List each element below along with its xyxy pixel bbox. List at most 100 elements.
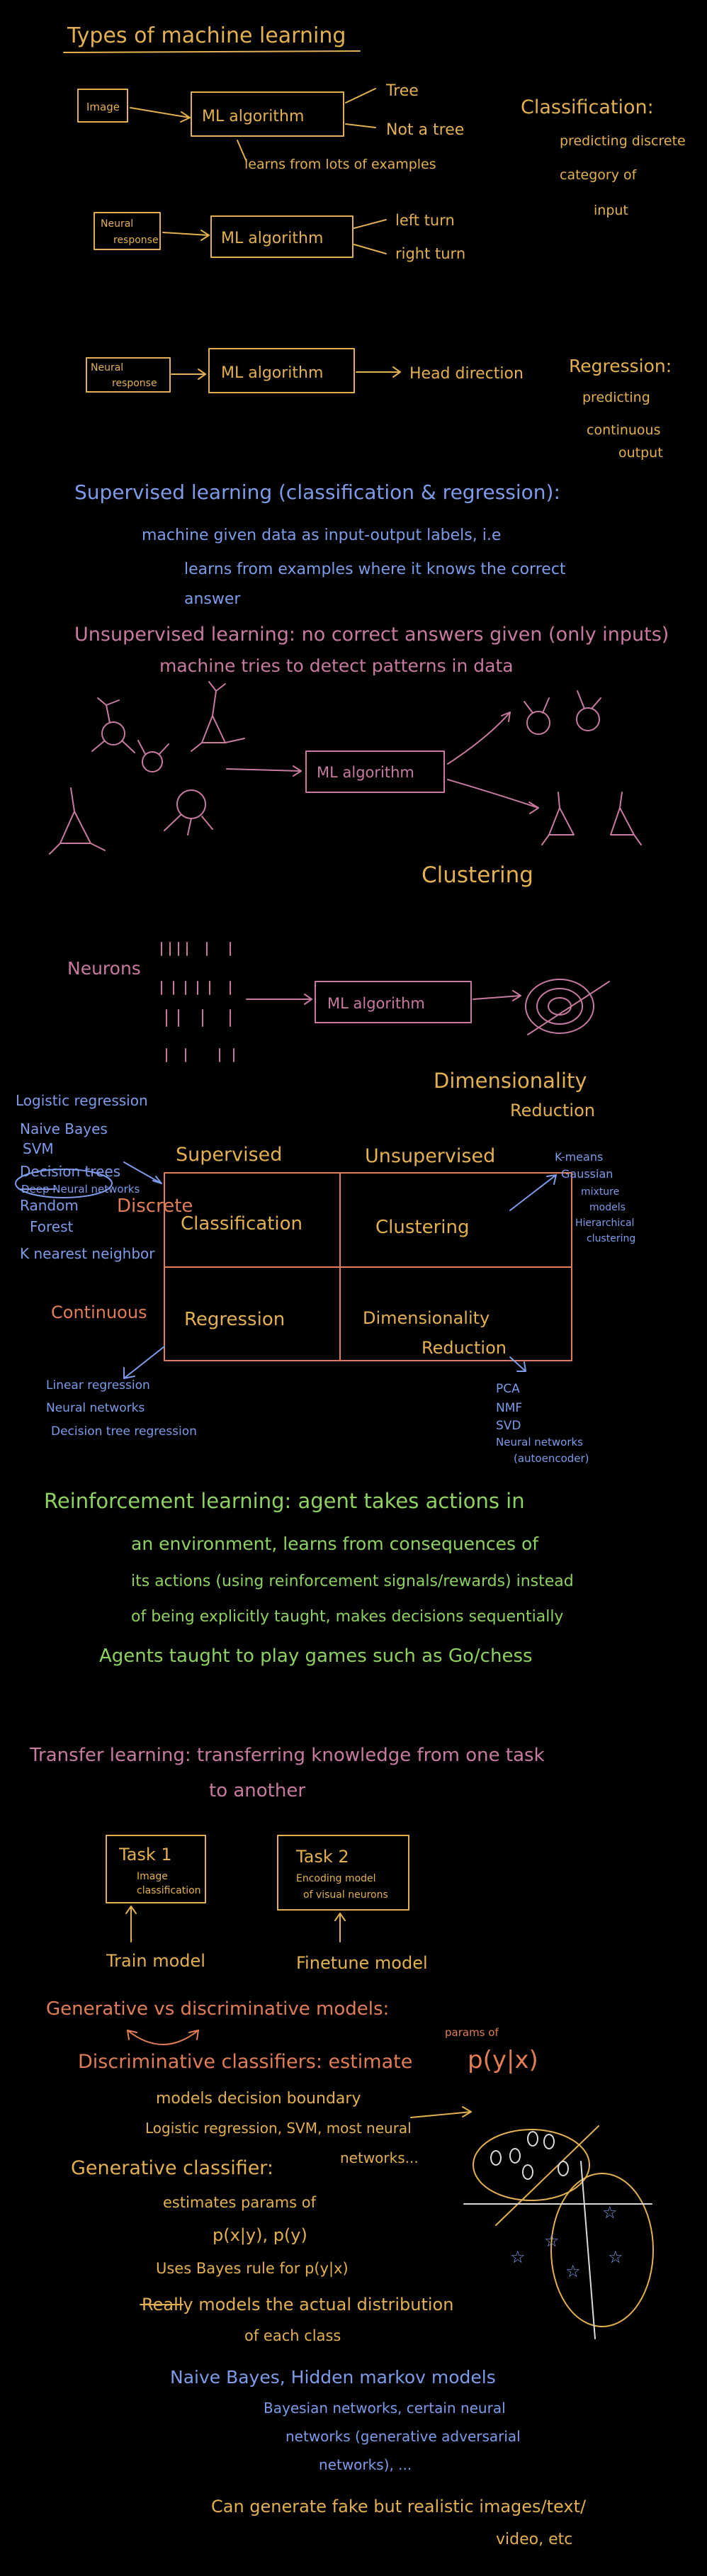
svg-text:classification: classification — [137, 1885, 201, 1896]
ml-algorithm-box-clustering — [305, 750, 445, 793]
svg-text:ML algorithm: ML algorithm — [221, 364, 323, 382]
unsupervised-continuous-methods: PCA NMF SVD Neural networks (autoencoder… — [496, 1356, 589, 1465]
svg-text:Really models the actual distr: Really models the actual distribution — [142, 2295, 453, 2315]
svg-text:of being explicitly taught, ma: of being explicitly taught, makes decisi… — [131, 1608, 563, 1626]
svg-text:machine tries to detect patter: machine tries to detect patterns in data — [159, 656, 514, 676]
transfer-heading: Transfer learning: transferring knowledg… — [29, 1745, 545, 1766]
generative-heading: Generative classifier: — [71, 2157, 273, 2179]
output-right: right turn — [395, 245, 465, 262]
svg-text:K nearest neighbor: K nearest neighbor — [20, 1245, 155, 1262]
cell-clustering: Clustering — [375, 1217, 470, 1238]
svg-text:Deep Neural networks: Deep Neural networks — [21, 1183, 140, 1196]
svg-text:Can generate fake but realisti: Can generate fake but realistic images/t… — [211, 2497, 587, 2516]
svg-text:Forest: Forest — [30, 1218, 74, 1235]
svg-text:Linear regression: Linear regression — [46, 1378, 150, 1393]
svg-text:Naive Bayes, Hidden markov mod: Naive Bayes, Hidden markov models — [170, 2367, 496, 2387]
row-discrete: Discrete — [117, 1196, 193, 1217]
svg-text:SVD: SVD — [496, 1419, 521, 1433]
supervised-discrete-methods: Logistic regression Naive Bayes SVM Deci… — [15, 1092, 162, 1262]
finetune-model-label: Finetune model — [296, 1953, 428, 1973]
svg-text:☆: ☆ — [608, 2247, 623, 2267]
svg-text:output: output — [618, 445, 663, 461]
reinforcement-heading: Reinforcement learning: agent takes acti… — [44, 1489, 525, 1513]
col-supervised: Supervised — [176, 1144, 282, 1166]
svg-text:Logistic regression: Logistic regression — [16, 1092, 148, 1109]
input-box — [77, 89, 128, 123]
svg-text:models: models — [589, 1202, 626, 1213]
svg-text:response: response — [112, 378, 157, 389]
transfer-learning-section: Transfer learning: transferring knowledg… — [29, 1745, 545, 1973]
unsupervised-learning-text: Unsupervised learning: no correct answer… — [74, 624, 669, 676]
svg-text:K-means: K-means — [555, 1150, 603, 1164]
svg-text:Task 2: Task 2 — [295, 1847, 349, 1867]
svg-text:☆: ☆ — [510, 2247, 526, 2267]
manifold-spiral — [525, 979, 610, 1035]
input-label: Image — [86, 101, 120, 113]
discriminative-formula: p(y|x) — [468, 2046, 538, 2074]
svg-text:estimates params of: estimates params of — [163, 2194, 317, 2211]
generative-discriminative-section: Generative vs discriminative models: Dis… — [46, 1998, 654, 2548]
svg-text:Logistic regression, SVM, most: Logistic regression, SVM, most neural — [145, 2120, 412, 2137]
supervised-learning-text: Supervised learning (classification & re… — [74, 480, 566, 608]
neuron-sketches-left — [49, 681, 245, 855]
output-left: left turn — [395, 212, 455, 229]
page-title: Types of machine learning — [67, 23, 346, 48]
svg-text:NMF: NMF — [496, 1401, 522, 1415]
title-underline — [63, 50, 361, 53]
output-head-direction: Head direction — [409, 365, 524, 383]
ml-algorithm-box — [210, 215, 354, 258]
svg-text:mixture: mixture — [581, 1186, 619, 1198]
svg-text:Reduction: Reduction — [422, 1338, 507, 1358]
svg-text:Uses Bayes rule for p(y|x): Uses Bayes rule for p(y|x) — [156, 2260, 349, 2278]
arrow — [130, 107, 191, 118]
svg-text:predicting: predicting — [582, 390, 650, 405]
output-tree: Tree — [385, 82, 419, 100]
train-model-label: Train model — [106, 1951, 205, 1971]
svg-text:clustering: clustering — [587, 1233, 635, 1244]
svg-text:to another: to another — [209, 1780, 305, 1801]
ml-algorithm-box — [191, 91, 344, 137]
svg-text:p(x|y), p(y): p(x|y), p(y) — [213, 2225, 307, 2245]
svg-text:PCA: PCA — [496, 1382, 520, 1396]
svg-text:machine given data as input-ou: machine given data as input-output label… — [142, 527, 501, 544]
regression-heading: Regression: — [569, 356, 672, 376]
supervised-heading: Supervised learning (classification & re… — [74, 480, 560, 504]
neurons-label: Neurons — [67, 958, 141, 979]
svg-text:video, etc: video, etc — [496, 2531, 572, 2548]
example-image-classification: Image ML algorithm Tree Not a tree learn… — [77, 82, 464, 172]
ml-methods-table: Supervised Unsupervised Classification C… — [15, 1092, 635, 1465]
svg-text:Hierarchical: Hierarchical — [575, 1217, 634, 1229]
svg-text:networks...: networks... — [340, 2149, 419, 2166]
col-unsupervised: Unsupervised — [365, 1145, 495, 1167]
svg-text:Image: Image — [137, 1871, 168, 1882]
input-box — [86, 357, 171, 393]
input-box — [94, 212, 161, 250]
svg-text:models decision boundary: models decision boundary — [156, 2090, 361, 2108]
double-arrow — [127, 2030, 199, 2045]
svg-text:params of: params of — [445, 2026, 499, 2039]
svg-text:continuous: continuous — [587, 422, 661, 438]
classification-heading: Classification: — [521, 96, 654, 118]
svg-text:☆: ☆ — [544, 2231, 560, 2251]
svg-text:an environment, learns from co: an environment, learns from consequences… — [131, 1534, 539, 1554]
dimensionality-label: Dimensionality — [434, 1069, 587, 1093]
svg-text:Bayesian networks, certain neu: Bayesian networks, certain neural — [264, 2400, 506, 2417]
ml-algorithm-box-dimred — [315, 981, 472, 1023]
svg-text:Random: Random — [20, 1197, 79, 1214]
svg-text:of visual neurons: of visual neurons — [303, 1889, 388, 1901]
discriminative-heading: Discriminative classifiers: estimate — [78, 2051, 412, 2073]
svg-text:ML algorithm: ML algorithm — [327, 995, 425, 1012]
cell-classification: Classification — [181, 1213, 302, 1234]
ml-algorithm-box — [208, 348, 355, 393]
clustering-label: Clustering — [422, 862, 533, 888]
svg-text:Decision tree regression: Decision tree regression — [51, 1424, 197, 1439]
svg-text:its actions (using reinforceme: its actions (using reinforcement signals… — [131, 1573, 574, 1590]
spike-raster — [161, 942, 234, 1062]
svg-text:predicting discrete: predicting discrete — [560, 133, 686, 149]
unsupervised-heading: Unsupervised learning: no correct answer… — [74, 624, 669, 646]
cell-regression: Regression — [184, 1309, 285, 1330]
svg-text:Neural: Neural — [91, 362, 123, 373]
svg-text:response: response — [113, 235, 159, 246]
cell-dimred: Dimensionality — [363, 1308, 490, 1328]
task1-box — [106, 1835, 206, 1903]
